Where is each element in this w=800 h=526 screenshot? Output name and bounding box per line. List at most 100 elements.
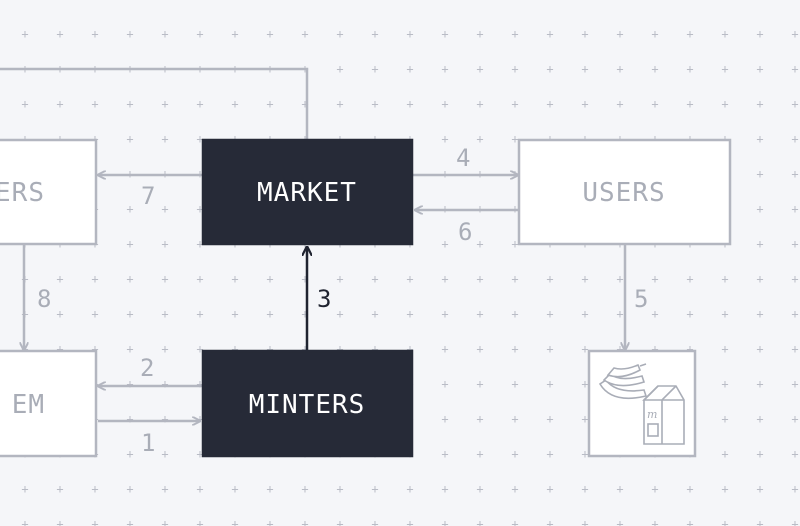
grid-plus-mark: +: [546, 97, 553, 111]
grid-plus-mark: +: [406, 27, 413, 41]
grid-plus-mark: +: [791, 342, 798, 356]
node-left-bottom-label: EM: [12, 390, 45, 420]
grid-plus-mark: +: [266, 27, 273, 41]
grid-plus-mark: +: [651, 482, 658, 496]
grid-plus-mark: +: [126, 97, 133, 111]
grid-plus-mark: +: [196, 272, 203, 286]
grid-plus-mark: +: [56, 97, 63, 111]
grid-plus-mark: +: [616, 482, 623, 496]
grid-plus-mark: +: [441, 482, 448, 496]
grid-plus-mark: +: [371, 27, 378, 41]
grid-plus-mark: +: [161, 517, 168, 526]
grid-plus-mark: +: [126, 307, 133, 321]
grid-plus-mark: +: [581, 482, 588, 496]
grid-plus-mark: +: [56, 27, 63, 41]
grid-plus-mark: +: [651, 97, 658, 111]
grid-plus-mark: +: [231, 27, 238, 41]
grid-plus-mark: +: [336, 342, 343, 356]
grid-plus-mark: +: [161, 132, 168, 146]
grid-plus-mark: +: [441, 517, 448, 526]
grid-plus-mark: +: [126, 27, 133, 41]
edge-3-label: 3: [317, 285, 331, 313]
grid-plus-mark: +: [336, 517, 343, 526]
grid-plus-mark: +: [161, 272, 168, 286]
grid-plus-mark: +: [301, 482, 308, 496]
grid-plus-mark: +: [581, 27, 588, 41]
grid-plus-mark: +: [756, 132, 763, 146]
grid-plus-mark: +: [686, 482, 693, 496]
node-left-bottom: [0, 349, 98, 458]
grid-plus-mark: +: [686, 342, 693, 356]
grid-plus-mark: +: [126, 482, 133, 496]
grid-plus-mark: +: [546, 307, 553, 321]
grid-plus-mark: +: [791, 202, 798, 216]
grid-plus-mark: +: [546, 482, 553, 496]
grid-plus-mark: +: [791, 307, 798, 321]
grid-plus-mark: +: [756, 412, 763, 426]
grid-plus-mark: +: [756, 482, 763, 496]
grid-plus-mark: +: [126, 237, 133, 251]
grid-plus-mark: +: [441, 237, 448, 251]
grid-plus-mark: +: [721, 307, 728, 321]
node-minters: [201, 349, 414, 458]
node-left-top: [0, 138, 98, 246]
grid-plus-mark: +: [651, 517, 658, 526]
grid-plus-mark: +: [196, 97, 203, 111]
edge-top-loop: [0, 67, 309, 140]
grid-plus-mark: +: [91, 97, 98, 111]
grid-plus-mark: +: [371, 482, 378, 496]
grid-plus-mark: +: [476, 237, 483, 251]
grid-plus-mark: +: [476, 27, 483, 41]
grid-plus-mark: +: [301, 307, 308, 321]
grid-plus-mark: +: [686, 272, 693, 286]
grid-plus-mark: +: [196, 482, 203, 496]
grid-plus-mark: +: [441, 412, 448, 426]
grid-plus-mark: +: [266, 482, 273, 496]
grid-plus-mark: +: [56, 272, 63, 286]
grid-plus-mark: +: [476, 447, 483, 461]
grid-plus-mark: +: [756, 62, 763, 76]
grid-plus-mark: +: [406, 272, 413, 286]
grid-plus-mark: +: [196, 237, 203, 251]
grid-plus-mark: +: [546, 517, 553, 526]
grid-plus-mark: +: [756, 517, 763, 526]
grid-plus-mark: +: [476, 342, 483, 356]
grid-plus-mark: +: [161, 97, 168, 111]
edge-5-label: 5: [634, 285, 648, 313]
grid-plus-mark: +: [161, 202, 168, 216]
grid-plus-mark: +: [721, 272, 728, 286]
grid-plus-mark: +: [126, 132, 133, 146]
grid-plus-mark: +: [651, 272, 658, 286]
grid-plus-mark: +: [301, 97, 308, 111]
grid-plus-mark: +: [581, 447, 588, 461]
grid-plus-mark: +: [161, 27, 168, 41]
svg-text:m: m: [647, 408, 657, 421]
grid-plus-mark: +: [511, 447, 518, 461]
grid-plus-mark: +: [476, 482, 483, 496]
grid-plus-mark: +: [441, 377, 448, 391]
grid-plus-mark: +: [441, 27, 448, 41]
grid-plus-mark: +: [126, 412, 133, 426]
grid-plus-mark: +: [371, 342, 378, 356]
grid-plus-mark: +: [476, 307, 483, 321]
grid-plus-mark: +: [56, 482, 63, 496]
grid-plus-mark: +: [581, 97, 588, 111]
grid-plus-mark: +: [126, 342, 133, 356]
grid-plus-mark: +: [791, 97, 798, 111]
grid-plus-mark: +: [511, 272, 518, 286]
grid-plus-mark: +: [196, 27, 203, 41]
grid-plus-mark: +: [546, 447, 553, 461]
grid-plus-mark: +: [371, 307, 378, 321]
grid-plus-mark: +: [546, 27, 553, 41]
grid-plus-mark: +: [126, 272, 133, 286]
grid-plus-mark: +: [756, 27, 763, 41]
grid-plus-mark: +: [511, 412, 518, 426]
grid-plus-mark: +: [126, 202, 133, 216]
grid-plus-mark: +: [161, 237, 168, 251]
grid-plus-mark: +: [126, 377, 133, 391]
grid-plus-mark: +: [476, 97, 483, 111]
grid-plus-mark: +: [476, 517, 483, 526]
grid-plus-mark: +: [56, 342, 63, 356]
grid-plus-mark: +: [791, 272, 798, 286]
grid-plus-mark: +: [756, 307, 763, 321]
